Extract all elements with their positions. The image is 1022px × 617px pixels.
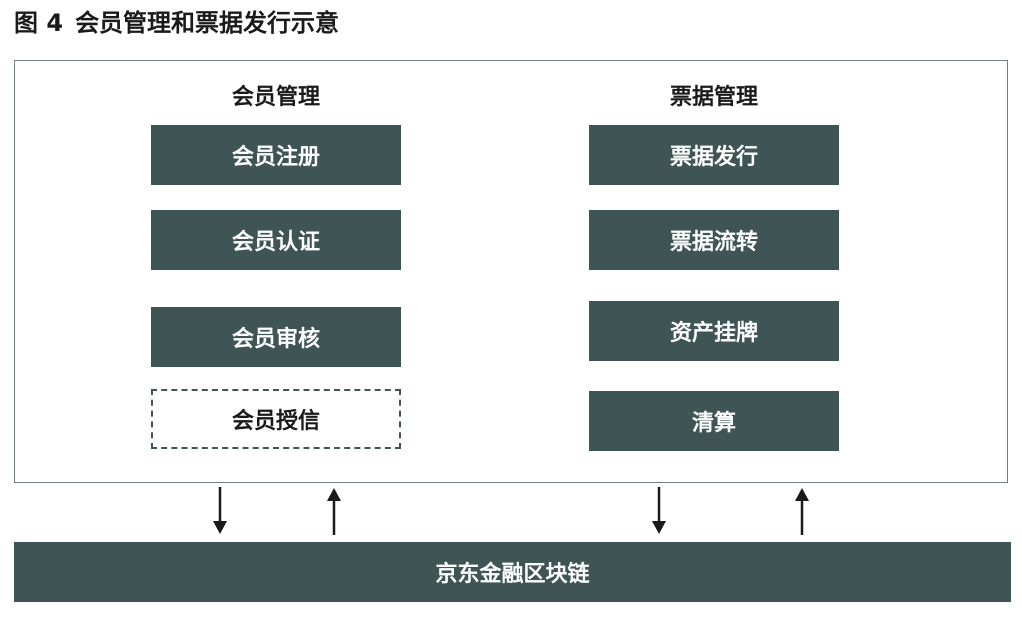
bill-issuance-box: 票据发行 — [589, 125, 839, 185]
member-authentication-box: 会员认证 — [151, 210, 401, 270]
member-registration-box: 会员注册 — [151, 125, 401, 185]
system-frame — [14, 60, 1008, 483]
figure-caption: 会员管理和票据发行示意 — [75, 9, 340, 37]
figure-number: 图 4 — [14, 9, 64, 37]
bill-management-heading: 票据管理 — [669, 85, 758, 110]
bill-down-arrow — [652, 487, 666, 534]
member-down-arrow — [213, 487, 227, 534]
asset-listing-box: 资产挂牌 — [589, 301, 839, 361]
bill-circulation-box: 票据流转 — [589, 210, 839, 270]
member-review-box: 会员审核 — [151, 307, 401, 367]
blockchain-bar: 京东金融区块链 — [14, 542, 1011, 602]
bill-up-arrow — [795, 488, 809, 535]
figure-title: 图 4 会员管理和票据发行示意 — [14, 6, 339, 40]
settlement-box: 清算 — [589, 391, 839, 451]
member-credit-box: 会员授信 — [151, 389, 401, 449]
member-up-arrow — [327, 488, 341, 535]
member-management-heading: 会员管理 — [231, 85, 320, 110]
